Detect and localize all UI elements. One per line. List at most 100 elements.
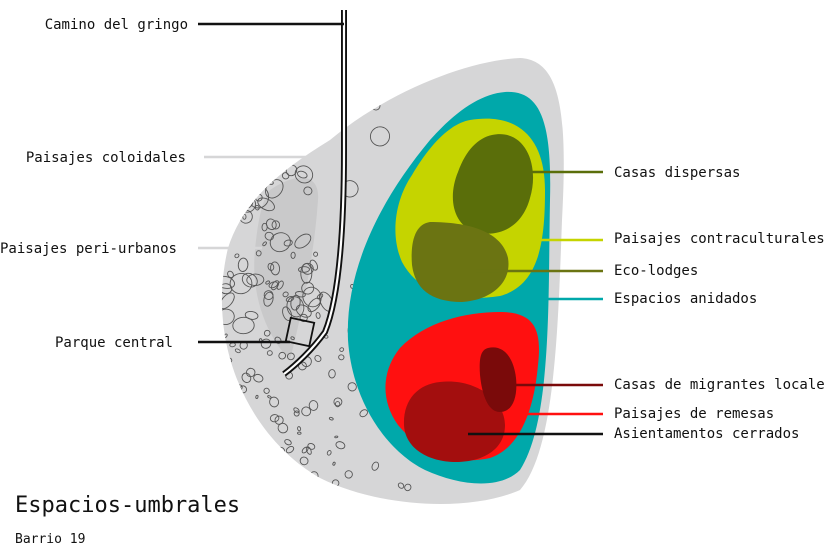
pebble [268, 281, 279, 289]
pebble [267, 262, 275, 271]
label-remesas: Paisajes de remesas [614, 406, 774, 422]
pebble [242, 213, 247, 220]
pebble [311, 486, 320, 496]
pebble [286, 352, 295, 361]
pebble [344, 470, 353, 479]
pebble [290, 251, 296, 259]
pebble [221, 164, 231, 175]
pebble [287, 467, 291, 472]
pebble [239, 179, 248, 194]
pebble [281, 172, 290, 180]
pebble [221, 84, 226, 91]
pebble [333, 397, 343, 407]
pebble [251, 92, 256, 99]
pebble [334, 401, 341, 408]
pebble [269, 396, 280, 408]
pebble [263, 291, 274, 307]
pebble [313, 251, 319, 257]
pebble [284, 439, 292, 446]
pebble [274, 415, 284, 425]
pebble [290, 336, 295, 341]
pebble [221, 434, 230, 445]
pebble [267, 118, 274, 125]
camino-road-inner [283, 10, 346, 375]
pebble [334, 435, 339, 439]
pebble [314, 355, 322, 362]
pebble [297, 170, 308, 179]
pebble [239, 183, 255, 195]
pebble [226, 398, 232, 406]
pebble [242, 127, 262, 145]
eco-lodges-shape [411, 222, 509, 302]
label-ecolodges: Eco-lodges [614, 263, 698, 279]
pebble [295, 97, 317, 120]
pebble [271, 280, 280, 291]
pebble [263, 148, 284, 170]
pebble [229, 190, 238, 199]
pebble [295, 291, 306, 298]
pebble [221, 426, 228, 435]
label-coloidales: Paisajes coloidales [26, 150, 186, 166]
pebble [269, 232, 291, 253]
pebble [221, 410, 227, 419]
pebble [290, 462, 301, 472]
pebble [255, 250, 262, 257]
pebble [283, 239, 293, 247]
pebble [277, 422, 289, 434]
pebble [338, 354, 345, 361]
pebble [271, 220, 281, 230]
pebble [293, 80, 302, 86]
pebble [266, 178, 274, 185]
pebble [234, 348, 241, 354]
pebble [315, 312, 321, 319]
pebble [335, 441, 346, 450]
pebble [245, 367, 256, 378]
pebble [262, 241, 267, 247]
pebble [228, 444, 236, 455]
pebble [253, 100, 261, 108]
pebble [270, 73, 284, 87]
label-camino: Camino del gringo [45, 17, 188, 33]
pebble [246, 486, 252, 491]
diagram-title: Espacios-umbrales [15, 493, 240, 518]
pebble [369, 126, 391, 147]
pebble [233, 164, 241, 173]
pebble [264, 459, 270, 463]
label-anidados: Espacios anidados [614, 291, 757, 307]
diagram-subtitle: Barrio 19 [15, 532, 85, 547]
pebble [258, 146, 274, 161]
pebble [265, 218, 277, 231]
pebble [324, 491, 334, 500]
pebble [252, 105, 258, 114]
pebble [328, 416, 334, 421]
pebble [221, 111, 230, 130]
pebble [308, 400, 319, 411]
pebble [359, 409, 368, 418]
pebble [241, 121, 250, 130]
pebble [310, 492, 317, 500]
pebble [265, 280, 271, 285]
pebble [265, 95, 281, 114]
pebble [229, 273, 253, 295]
pebble [296, 120, 311, 136]
pebble [297, 431, 302, 435]
pebble [326, 450, 332, 456]
pebble [339, 347, 345, 352]
pebble [397, 482, 405, 489]
pebble [371, 461, 380, 471]
pebble [232, 316, 255, 335]
pebble [255, 394, 259, 399]
pebble [241, 372, 252, 383]
pebble [221, 275, 236, 289]
pebble [239, 76, 251, 96]
pebble [241, 125, 249, 134]
pebble [227, 99, 239, 110]
peri-urban-zone [254, 177, 319, 360]
asientamentos-cerrados-shape [403, 381, 505, 462]
pebble [221, 308, 235, 325]
pebble [285, 446, 295, 454]
pebble [264, 231, 274, 241]
pebble [271, 99, 289, 116]
pebble [299, 456, 309, 466]
